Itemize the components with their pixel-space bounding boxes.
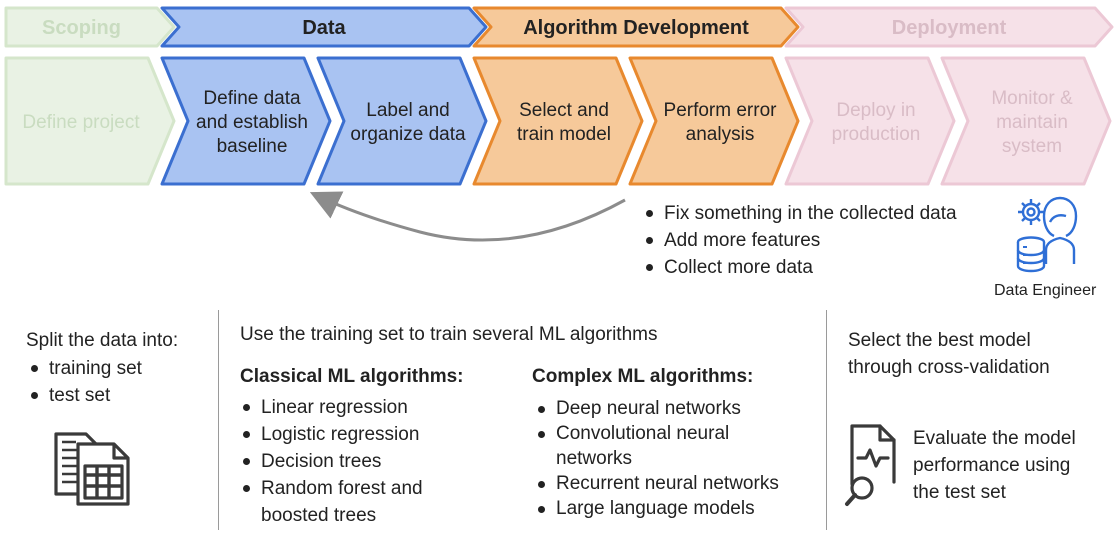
eval-text-line: the test set: [913, 482, 1006, 503]
ml-lifecycle-diagram: Scoping Data Algorithm Development Deployme…: [4, 6, 1114, 273]
feedback-arrow: [309, 191, 626, 242]
phase-banner: [472, 6, 800, 48]
step-chevron: [784, 56, 956, 186]
split-item: training set: [28, 355, 142, 382]
train-title: Use the training set to train several ML…: [240, 324, 658, 345]
column-divider: [218, 310, 219, 530]
step-chevron: [160, 56, 332, 186]
phase-banner: [784, 6, 1114, 48]
data-engineer-icon: [1016, 196, 1078, 273]
step-label: Define project: [22, 112, 140, 133]
step-chevron: [4, 56, 176, 186]
column-divider: [826, 310, 827, 530]
step-chevron: [940, 56, 1112, 186]
complex-heading: Complex ML algorithms:: [532, 366, 754, 387]
eval-text-line: performance using: [913, 455, 1071, 476]
split-item: test set: [28, 382, 142, 409]
phase-label: Scoping: [42, 17, 121, 39]
select-title-line: through cross-validation: [848, 357, 1050, 378]
classical-item: Logistic regression: [240, 421, 423, 448]
feedback-item: Collect more data: [643, 254, 957, 281]
phase-label: Data: [302, 17, 346, 39]
step-chevron: [316, 56, 488, 186]
role-label: Data Engineer: [994, 282, 1097, 299]
eval-text-line: Evaluate the model: [913, 428, 1076, 449]
phase-label: Algorithm Development: [523, 17, 749, 39]
split-list: training set test set: [28, 355, 142, 409]
phase-label: Deployment: [892, 17, 1007, 39]
evaluate-report-icon: [845, 424, 896, 506]
feedback-list: Fix something in the collected data Add …: [643, 200, 957, 281]
complex-list: Deep neural networks Convolutional neura…: [535, 396, 779, 521]
feedback-item: Add more features: [643, 227, 957, 254]
feedback-item: Fix something in the collected data: [643, 200, 957, 227]
step-chevron: [628, 56, 800, 186]
classical-heading: Classical ML algorithms:: [240, 366, 464, 387]
complex-item: Large language models: [535, 496, 779, 521]
phase-banner: [160, 6, 488, 48]
classical-item: Linear regression: [240, 394, 423, 421]
select-title-line: Select the best model: [848, 330, 1031, 351]
spreadsheet-files-icon: [54, 432, 130, 506]
step-chevron: [472, 56, 644, 186]
classical-item: Decision trees: [240, 448, 423, 475]
complex-item: Recurrent neural networks: [535, 471, 779, 496]
complex-item: Deep neural networks: [535, 396, 779, 421]
split-title: Split the data into:: [26, 330, 179, 351]
classical-list: Linear regression Logistic regression De…: [240, 394, 423, 529]
phase-banner: [4, 6, 176, 48]
